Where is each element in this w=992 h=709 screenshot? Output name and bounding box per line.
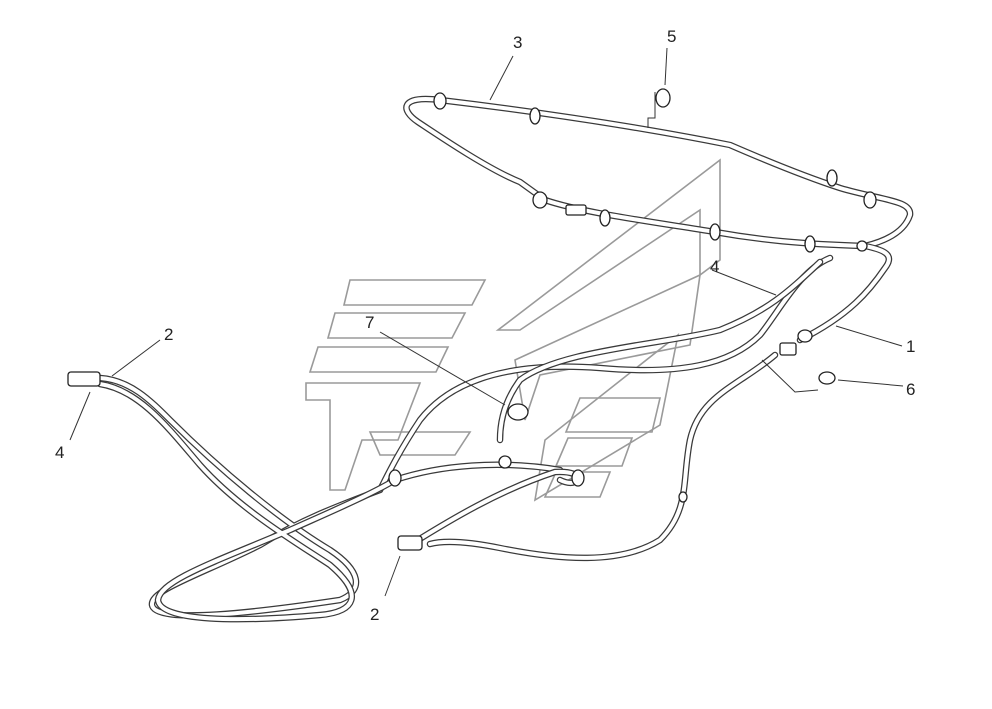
clamp	[507, 403, 529, 421]
callout-label: 4	[55, 443, 64, 462]
clamp	[433, 92, 447, 110]
clamp	[571, 469, 585, 487]
callout-label: 6	[906, 380, 915, 399]
clamp	[818, 371, 836, 385]
clamp	[797, 329, 813, 343]
clamp	[863, 191, 877, 209]
callout-label: 2	[370, 605, 379, 624]
fitting	[565, 204, 587, 216]
callout-label: 5	[667, 27, 676, 46]
callouts: 3 5 4 1 6 7 2 4 2	[55, 27, 915, 624]
clamp	[529, 107, 541, 125]
clamp	[655, 88, 671, 108]
clamp	[388, 469, 402, 487]
clamp	[678, 491, 688, 503]
clamp	[856, 240, 868, 252]
fitting	[67, 371, 101, 387]
clamps	[67, 88, 877, 551]
hose-2-lower	[406, 468, 582, 549]
hose-lines	[96, 95, 914, 623]
leader-lines	[69, 47, 904, 597]
callout-label: 7	[365, 313, 374, 332]
clamp	[804, 235, 816, 253]
clamp	[532, 191, 548, 209]
hose-right-lower	[426, 351, 779, 562]
callout-label: 1	[906, 337, 915, 356]
callout-label: 4	[710, 257, 719, 276]
clamp	[498, 455, 512, 469]
hose-1	[796, 242, 893, 344]
clamp	[709, 223, 721, 241]
fitting	[397, 535, 423, 551]
clamp	[599, 209, 611, 227]
clamp	[826, 169, 838, 187]
callout-label: 3	[513, 33, 522, 52]
fitting	[779, 342, 797, 356]
callout-label: 2	[164, 325, 173, 344]
